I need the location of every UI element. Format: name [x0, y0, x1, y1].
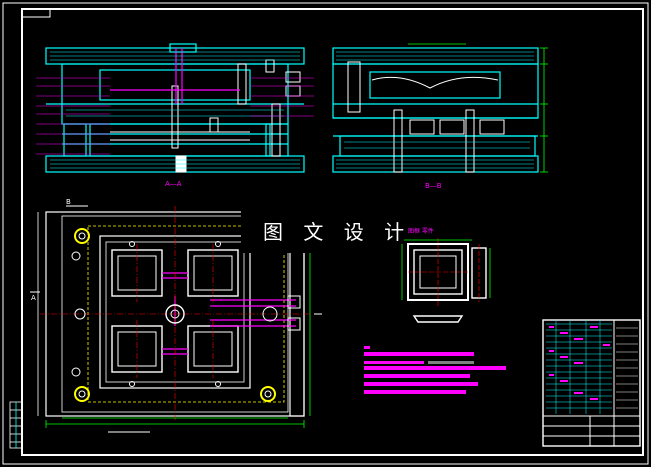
title-block-text-marks	[549, 326, 610, 400]
corner-tag	[21, 8, 51, 18]
section-aa-label: A—A	[165, 180, 182, 188]
inner-frame	[21, 8, 644, 456]
cut-plane-markers	[30, 205, 322, 433]
section-aa-hatch	[50, 51, 300, 169]
section-bb-view	[332, 47, 539, 173]
plan-pins	[71, 241, 301, 387]
section-aa-leaders	[36, 77, 314, 155]
title-block	[542, 319, 641, 447]
cut-plane-b-label: B	[66, 198, 71, 206]
section-bb-hatch	[336, 51, 534, 169]
detail-part-view	[401, 238, 491, 323]
revision-strip	[9, 401, 23, 449]
title-block-right-cells	[616, 327, 638, 409]
section-aa-runner	[110, 48, 240, 104]
plan-runners	[162, 272, 296, 355]
detail-part-label: 图框 零件	[408, 228, 434, 235]
section-aa-view	[45, 43, 305, 173]
cut-plane-a-label: A	[31, 294, 36, 302]
plan-centerlines	[40, 206, 310, 420]
technical-notes	[364, 346, 506, 394]
watermark: 图 文 设 计	[241, 211, 404, 253]
title-block-grid	[546, 320, 612, 414]
section-bb-dims	[408, 43, 548, 173]
section-bb-details	[347, 61, 505, 173]
section-bb-label: B—B	[425, 182, 442, 190]
